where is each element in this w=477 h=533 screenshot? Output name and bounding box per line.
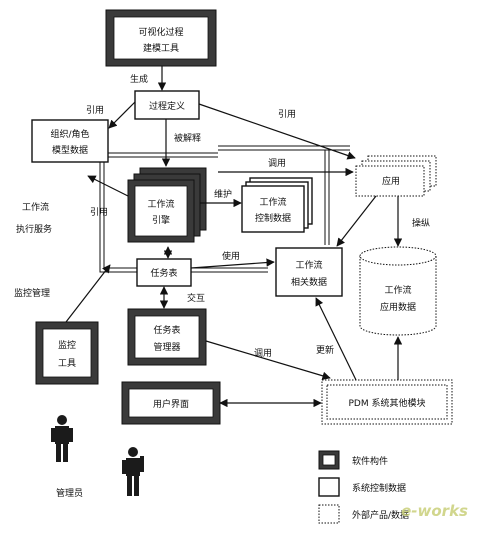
monitor-tool-node: 监控 工具 [35,321,99,385]
label-update: 更新 [316,344,334,356]
label-ref-right: 引用 [278,109,296,120]
watermark: e-works [401,502,468,520]
task-manager-line1: 任务表 [153,324,180,336]
visual-modeler-line2: 建模工具 [143,42,179,54]
edge-ref-left [108,101,136,129]
app-data-line1: 工作流 [384,284,411,296]
workflow-control-data-node: 工作流 控制数据 [241,177,313,233]
workflow-engine-line2: 引擎 [152,214,170,226]
org-model-node: 组织/角色 模型数据 [31,119,109,163]
workflow-control-line1: 工作流 [259,196,286,208]
edge-call-bottom [205,340,331,380]
pdm-other-modules-node: PDM 系统其他模块 [321,379,453,425]
task-list-node: 任务表 [136,258,192,287]
process-definition-label: 过程定义 [149,100,185,112]
edge-use [190,258,275,269]
process-definition-node: 过程定义 [134,90,200,120]
label-interact: 交互 [187,292,205,304]
task-manager-line2: 管理器 [153,341,180,353]
label-interpreted: 被解释 [174,132,201,144]
monitor-tool-line1: 监控 [58,339,76,351]
visual-modeler-node: 可视化过程 建模工具 [105,9,217,67]
edge-update [315,297,357,381]
legend-external-product-data: 外部产品/数据 [318,504,409,524]
workflow-engine-node: 工作流 引擎 [127,167,207,243]
workflow-relevant-line2: 相关数据 [291,276,327,288]
app-data-line2: 应用数据 [380,301,416,313]
legend: 软件构件 系统控制数据 外部产品/数据 [318,450,409,524]
admin-figure-icon-2 [122,447,144,496]
side-label-monitor-mgmt: 监控管理 [14,287,50,299]
monitor-tool-line2: 工具 [58,358,76,369]
label-operate: 操纵 [412,217,430,229]
pdm-other-label: PDM 系统其他模块 [349,397,426,409]
label-ref-left: 引用 [86,105,104,116]
legend-label-1: 软件构件 [352,455,388,467]
workflow-relevant-line1: 工作流 [295,259,322,271]
workflow-app-data-cylinder: 工作流 应用数据 [359,246,437,336]
user-interface-node: 用户界面 [121,381,221,425]
label-call-top: 调用 [268,158,286,169]
org-model-line2: 模型数据 [52,144,88,156]
legend-label-3: 外部产品/数据 [352,509,409,521]
task-manager-node: 任务表 管理器 [127,308,207,366]
application-label: 应用 [382,175,400,187]
org-model-line1: 组织/角色 [50,128,89,140]
workflow-service-boundary [99,145,350,273]
workflow-control-line2: 控制数据 [255,212,291,224]
label-admin: 管理员 [56,487,83,499]
visual-modeler-line1: 可视化过程 [138,26,183,38]
user-interface-label: 用户界面 [153,398,189,410]
legend-software-component: 软件构件 [318,450,388,470]
label-call-bottom: 调用 [254,348,272,359]
task-list-label: 任务表 [150,267,177,279]
edge-ref-right [198,103,356,160]
label-maintain: 维护 [214,188,232,200]
label-generate: 生成 [130,73,148,85]
label-use: 使用 [222,250,240,262]
legend-system-control-data: 系统控制数据 [318,477,406,497]
legend-label-2: 系统控制数据 [352,482,406,494]
edges [65,66,403,408]
admin-figure-icon [51,415,73,462]
label-ref-mid: 引用 [90,207,108,218]
side-label-wf-service-1: 工作流 [22,201,49,213]
workflow-relevant-data-node: 工作流 相关数据 [275,247,343,297]
edge-ref-mid [87,175,129,197]
application-node: 应用 [355,155,437,197]
edge-app-relevant [336,195,377,247]
workflow-engine-line1: 工作流 [147,198,174,210]
side-label-wf-service-2: 执行服务 [16,223,52,235]
edge-monitor-org [65,264,111,323]
